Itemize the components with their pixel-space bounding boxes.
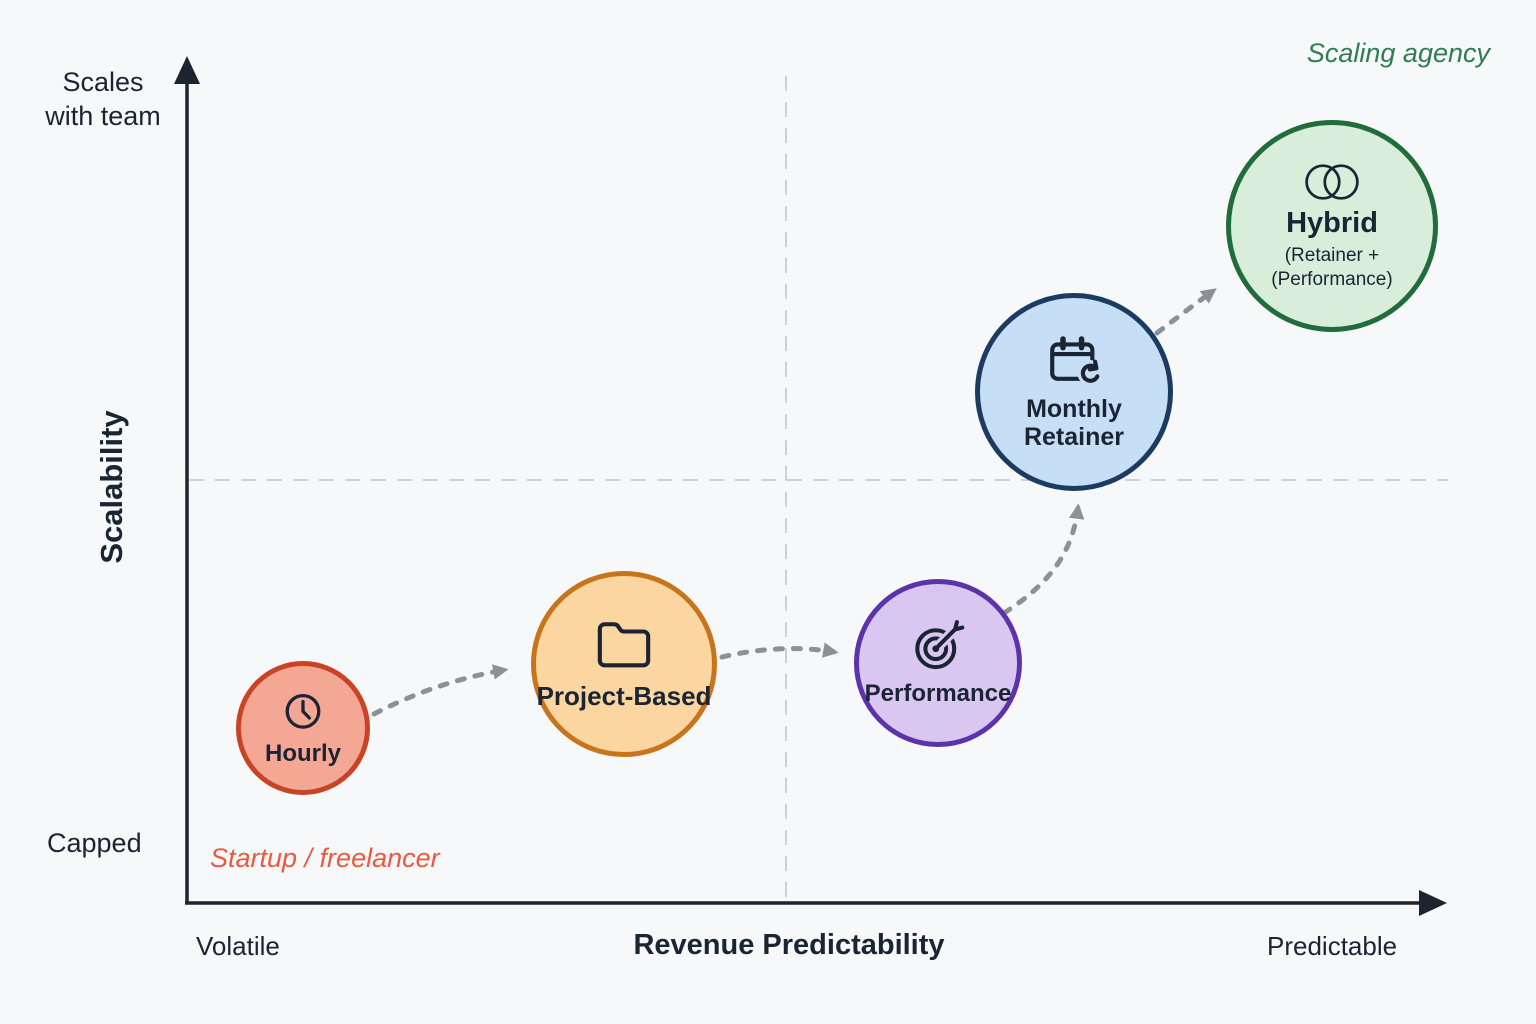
node-performance-label: Performance [864, 679, 1012, 707]
y-axis-max-label: Scales with team [45, 67, 161, 131]
clock-icon [285, 693, 321, 729]
node-monthly-retainer-label: Monthly Retainer [1023, 394, 1125, 452]
node-hourly: Hourly [236, 661, 370, 795]
node-hourly-label: Hourly [264, 739, 341, 767]
calendar-refresh-icon [1050, 335, 1103, 385]
node-hybrid: Hybrid (Retainer + (Performance) [1226, 120, 1438, 332]
node-monthly-retainer: Monthly Retainer [975, 293, 1173, 491]
node-hybrid-subline-1: (Retainer + [1284, 245, 1380, 267]
flow-arrows [371, 288, 1217, 717]
node-performance: Performance [854, 579, 1022, 747]
node-project-based: Project-Based [531, 571, 717, 757]
quadrant-divider-lines [189, 76, 1448, 900]
venn-icon [1305, 164, 1359, 200]
node-hybrid-subline-2: (Performance) [1271, 268, 1393, 290]
startup-freelancer-annotation: Startup / freelancer [210, 843, 440, 873]
x-axis-max-label: Predictable [1267, 931, 1398, 961]
x-axis-arrowhead [1419, 890, 1447, 916]
node-project-based-label: Project-Based [536, 680, 712, 711]
folder-icon [597, 621, 651, 668]
y-axis-min-label: Capped [47, 828, 142, 858]
arrow-retainer-to-hybrid [1154, 288, 1217, 336]
target-dart-icon [915, 619, 965, 669]
arrow-project-to-performance [719, 642, 839, 660]
x-axis-min-label: Volatile [196, 931, 280, 961]
x-axis-title: Revenue Predictability [633, 929, 945, 961]
node-hybrid-label: Hybrid [1286, 207, 1378, 240]
y-axis-title: Scalability [94, 410, 129, 564]
arrow-performance-to-retainer [1001, 503, 1085, 616]
axis-lines [185, 80, 1428, 905]
arrow-hourly-to-project [371, 664, 509, 717]
scaling-agency-annotation: Scaling agency [1306, 38, 1490, 68]
y-axis-arrowhead [174, 56, 200, 84]
